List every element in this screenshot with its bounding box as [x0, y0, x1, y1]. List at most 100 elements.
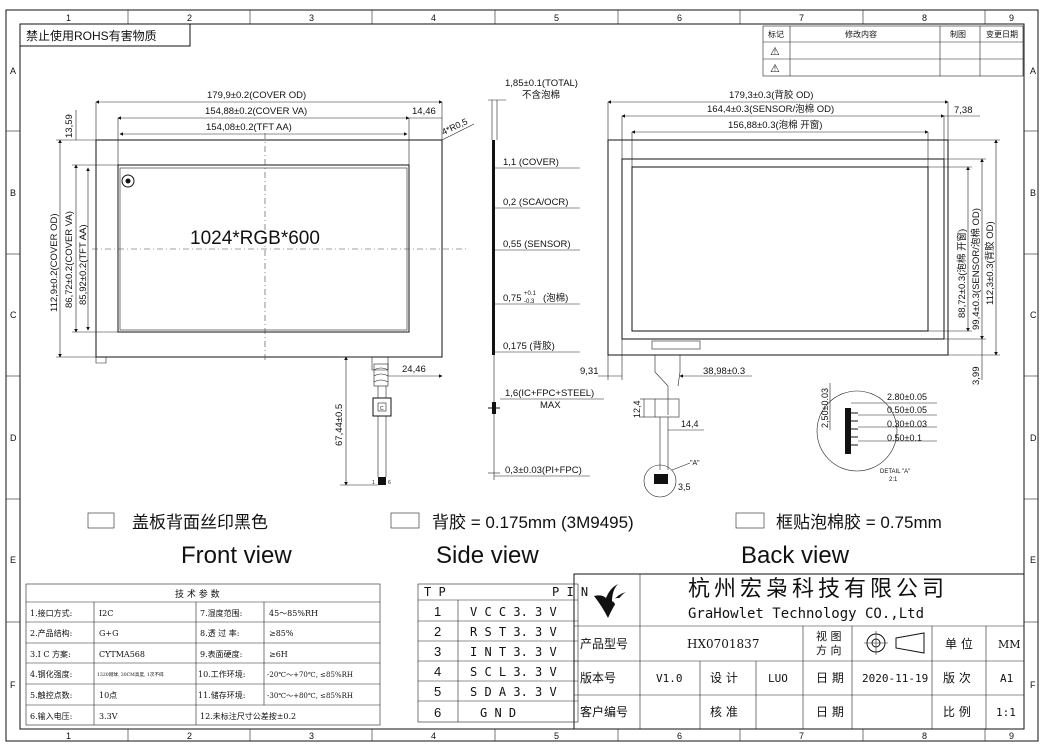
dim-front-tft-aa-w: 154,08±0.2(TFT AA)	[206, 122, 292, 133]
company-logo	[594, 584, 626, 618]
date-label: 日 期	[816, 671, 844, 685]
front-marker-circle	[121, 174, 135, 188]
row-label-f: F	[10, 680, 16, 690]
col-label-bottom-3: 3	[309, 731, 314, 741]
dim-back-bottom-offset: 3,99	[971, 367, 982, 386]
tech-cell: G+G	[99, 629, 118, 638]
edition-value: A1	[1000, 672, 1013, 685]
tech-cell: 2.产品结构:	[30, 628, 72, 638]
col-label-3: 3	[309, 13, 314, 23]
dim-detail-pin-w2: 0.50±0.1	[887, 433, 922, 443]
tech-cell: 1.接口方式:	[30, 608, 72, 618]
front-cover-va	[117, 164, 410, 333]
side-foam-minus: -0.3	[524, 299, 535, 305]
detail-a-circle	[816, 390, 898, 472]
rev-header-mark: 标记	[768, 29, 784, 39]
dim-back-sensor-od-h: 99,4±0.3(SENSOR/泡棉 OD)	[970, 208, 982, 330]
pin-name-5: S D A 3. 3 V	[470, 685, 557, 699]
col-label-bottom-8: 8	[922, 731, 927, 741]
tech-cell: 11.储存环境:	[198, 690, 245, 700]
company-name-cn: 杭州宏枭科技有限公司	[688, 577, 948, 602]
tech-cell: 8.透 过 率:	[200, 628, 239, 638]
back-detail-circle	[643, 464, 677, 498]
rev-header-content: 修改内容	[845, 29, 877, 39]
legend-label-foam: 框贴泡棉胶 = 0.75mm	[776, 513, 942, 532]
pin-num-5: 5	[434, 684, 441, 699]
side-total-note: 不含泡棉	[522, 89, 560, 101]
back-detail-ref: "A"	[690, 460, 700, 467]
dim-back-foam-window-w: 156,88±0.3(泡棉 开窗)	[728, 119, 822, 131]
tech-cell: 4.钢化强度:	[30, 669, 72, 679]
tech-row-5: 5.触控点数: 10点 11.储存环境: -30℃～+80℃, ≤85%RH	[30, 690, 353, 700]
tech-cell: 7.湿度范围:	[200, 608, 242, 618]
row-label-right-c: C	[1030, 310, 1037, 320]
dim-detail-pitch-total: 2,50±0.03	[820, 388, 830, 428]
dim-back-foam-window-h: 88,72±0.3(泡棉 开窗)	[956, 229, 968, 318]
title-block: 杭州宏枭科技有限公司 GraHowlet Technology CO.,Ltd …	[573, 573, 1025, 730]
tech-cell: 1320刚球, 30CM高度, 1次不碎	[97, 671, 164, 678]
side-pi-fpc: 0,3±0.03(PI+FPC)	[505, 465, 582, 476]
customer-label: 客户编号	[580, 704, 628, 719]
pin-name-3: I N T 3. 3 V	[470, 645, 557, 659]
company-name-en: GraHowlet Technology CO.,Ltd	[688, 606, 924, 622]
detail-a-scale: 2:1	[889, 477, 898, 483]
side-sensor: 0,55 (SENSOR)	[503, 239, 571, 250]
tech-cell: -30℃～+80℃, ≤85%RH	[267, 692, 353, 700]
view-title-front: Front view	[181, 542, 292, 569]
side-view-drawing: 1,85±0.1(TOTAL) 不含泡棉 1,1 (COVER) 0,2 (SC…	[488, 78, 604, 480]
rohs-note-box: 禁止使用ROHS有害物质	[19, 23, 191, 47]
tech-cell: 3.I C 方案:	[30, 649, 71, 659]
dim-back-sensor-od-w: 164,4±0.3(SENSOR/泡棉 OD)	[707, 103, 834, 115]
tech-cell: ≥6H	[269, 650, 288, 659]
column-labels: 1 2 3 4 5 6 7 8 9 1 2 3 4 5 6 7 8 9	[66, 10, 1014, 741]
tech-cell: 6.输入电压:	[30, 711, 72, 721]
legend-label-backglue: 背胶 = 0.175mm (3M9495)	[432, 513, 634, 532]
side-foam-base: 0,75	[503, 293, 522, 304]
col-label-bottom-4: 4	[431, 731, 436, 741]
view-direction-label-2: 方 向	[816, 643, 842, 657]
tech-row-6: 6.输入电压: 3.3V 12.未标注尺寸公差按±0.2	[30, 711, 296, 721]
col-label-7: 7	[799, 13, 804, 23]
side-backglue: 0,175 (背胶)	[503, 340, 555, 352]
model-label: 产品型号	[580, 637, 628, 651]
date-value: 2020-11-19	[862, 672, 928, 685]
tech-cell: 3.3V	[99, 712, 118, 721]
back-view-drawing: "A" 3,5 179,3±0.3(背胶 OD) 164,4±0.3(SENSO…	[580, 89, 1000, 498]
col-label-9: 9	[1009, 13, 1014, 23]
dim-back-fpc-w: 14,4	[681, 419, 699, 429]
front-marker-dot	[125, 178, 131, 184]
back-fpc-contacts	[654, 474, 668, 484]
tech-cell: 12.未标注尺寸公差按±0.2	[200, 711, 296, 721]
dim-front-cover-od-w: 179,9±0.2(COVER OD)	[207, 90, 306, 101]
front-pin-last: 6	[388, 480, 391, 486]
side-sca: 0,2 (SCA/OCR)	[503, 197, 568, 208]
tech-cell: -20℃～+70℃, ≤85%RH	[267, 671, 353, 679]
detail-a-title: DETAIL "A"	[880, 469, 910, 475]
back-stiffener	[654, 398, 680, 418]
tech-cell: 5.触控点数:	[30, 690, 72, 700]
pin-table-head-right: P I N	[552, 585, 588, 599]
row-label-right-a: A	[1030, 66, 1036, 76]
tech-cell: 10点	[99, 691, 117, 700]
detail-a-pins	[845, 408, 851, 454]
version-value: V1.0	[656, 672, 683, 685]
pin-num-4: 4	[434, 664, 441, 679]
date-label-2: 日 期	[816, 705, 844, 719]
side-ic-fpc-max: MAX	[540, 400, 561, 411]
dim-front-cover-od-h: 112,9±0.2(COVER OD)	[49, 214, 60, 313]
pin-num-2: 2	[434, 624, 441, 639]
model-value: HX0701837	[687, 637, 759, 651]
row-label-right-d: D	[1030, 433, 1037, 443]
tech-cell: 9.表面硬度:	[200, 649, 242, 659]
view-direction-label-1: 视 图	[816, 629, 842, 643]
design-label: 设 计	[710, 671, 738, 685]
legend-swatch-fine	[390, 512, 420, 529]
tech-params-title: 技 术 参 数	[175, 588, 220, 600]
dim-front-top-border: 13,59	[64, 114, 75, 138]
tech-params-table: 技 术 参 数 1.接口方式: I2C 7.湿度范围: 45～85%RH 2.产…	[25, 583, 381, 726]
dim-front-fpc-offset: 24,46	[402, 364, 426, 375]
dim-front-cover-va-w: 154,88±0.2(COVER VA)	[205, 106, 307, 117]
front-fpc-coil	[373, 363, 389, 387]
pin-num-3: 3	[434, 644, 441, 659]
